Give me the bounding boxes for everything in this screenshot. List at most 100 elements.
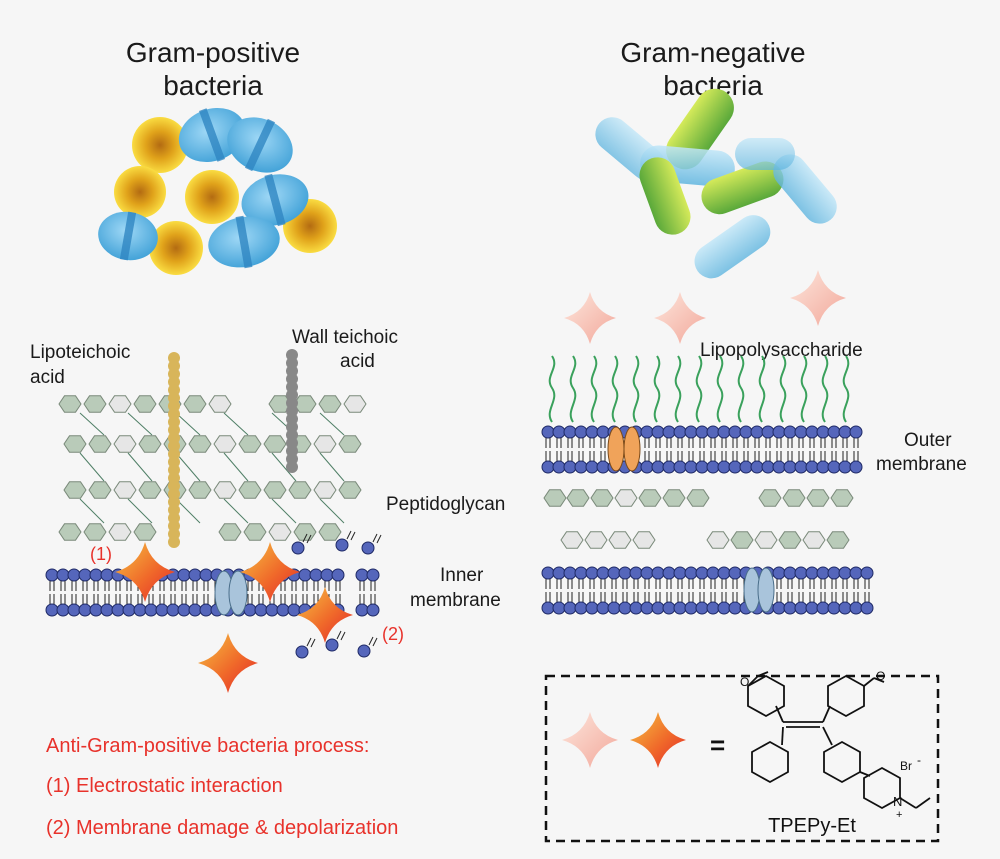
peptidoglycan-hexagon xyxy=(238,435,262,453)
lipid-fragment-tail xyxy=(372,533,378,543)
legend-oxygen-right: O xyxy=(876,669,885,683)
lps-chain xyxy=(590,355,598,423)
gp-lipid-head xyxy=(144,603,158,617)
outer-lipid-head xyxy=(794,425,808,439)
peptidoglycan-crosslink xyxy=(223,452,249,482)
inner-lipid-head xyxy=(717,601,731,615)
outer-membrane-bilayer xyxy=(541,425,863,474)
probe-star-pale xyxy=(654,292,706,344)
outer-lipid-head xyxy=(783,460,797,474)
gp-lipid-head xyxy=(309,568,323,582)
peptidoglycan-hexagon xyxy=(188,435,212,453)
peptidoglycan-crosslink xyxy=(223,498,249,524)
gn-peptidoglycan-hexagon xyxy=(614,489,638,507)
outer-lipid-head xyxy=(585,425,599,439)
inner-lipid-head xyxy=(618,601,632,615)
gram-negative-bacteria-cluster xyxy=(595,88,837,279)
inner-lipid-head xyxy=(607,566,621,580)
inner-lipid-head xyxy=(838,566,852,580)
outer-lipid-head xyxy=(662,425,676,439)
peptidoglycan-hexagon xyxy=(58,395,82,413)
gp-lipid-head xyxy=(89,568,103,582)
outer-lipid-head xyxy=(805,460,819,474)
inner-lipid-head xyxy=(772,566,786,580)
outer-lipid-head xyxy=(585,460,599,474)
gp-lipid-head xyxy=(199,568,213,582)
gram-positive-peptidoglycan-mesh xyxy=(58,395,367,541)
lps-chain xyxy=(758,355,766,423)
peptidoglycan-hexagon xyxy=(338,481,362,499)
inner-lipid-head xyxy=(849,601,863,615)
outer-lipid-head xyxy=(739,425,753,439)
gp-lipid-head xyxy=(366,603,380,617)
inner-lipid-head xyxy=(596,566,610,580)
gp-lipid-head xyxy=(188,568,202,582)
outer-lipid-head xyxy=(827,425,841,439)
gn-peptidoglycan-hexagon xyxy=(543,489,567,507)
gn-peptidoglycan-hexagon xyxy=(806,489,830,507)
gn-peptidoglycan-hexagon xyxy=(590,489,614,507)
probe-star-bound xyxy=(115,542,175,602)
legend-compound-name: TPEPy-Et xyxy=(768,815,856,837)
inner-lipid-head xyxy=(695,566,709,580)
lipid-fragment-head xyxy=(357,644,371,658)
wall-teichoic-acid-label-line2: acid xyxy=(340,351,375,372)
outer-lipid-head xyxy=(552,460,566,474)
gn-peptidoglycan-hexagon xyxy=(778,531,802,549)
gn-peptidoglycan-hexagon xyxy=(632,531,656,549)
outer-lipid-head xyxy=(563,425,577,439)
inner-lipid-head xyxy=(673,601,687,615)
gp-lipid-head xyxy=(122,603,136,617)
outer-lipid-head xyxy=(728,460,742,474)
outer-lipid-head xyxy=(816,425,830,439)
peptidoglycan-crosslink xyxy=(127,452,153,482)
lps-chain xyxy=(716,355,724,423)
peptidoglycan-hexagon xyxy=(133,523,157,541)
inner-lipid-head xyxy=(673,566,687,580)
gp-lipid-head xyxy=(45,568,59,582)
outer-lipid-head xyxy=(772,460,786,474)
gram-positive-bacteria-cluster xyxy=(98,107,337,275)
inner-lipid-head xyxy=(805,601,819,615)
peptidoglycan-hexagon xyxy=(263,435,287,453)
outer-lipid-head xyxy=(761,460,775,474)
teichoic-acid-chains xyxy=(168,349,298,548)
inner-lipid-head xyxy=(706,566,720,580)
inner-lipid-head xyxy=(662,601,676,615)
outer-membrane-label-line2: membrane xyxy=(876,454,967,475)
legend-nitrogen: N xyxy=(893,794,902,809)
gp-lipid-head xyxy=(100,603,114,617)
inner-lipid-head xyxy=(585,566,599,580)
outer-lipid-head xyxy=(816,460,830,474)
peptidoglycan-hexagon xyxy=(288,481,312,499)
gn-peptidoglycan-hexagon xyxy=(754,531,778,549)
inner-lipid-head xyxy=(728,566,742,580)
peptidoglycan-crosslink xyxy=(175,412,201,436)
lipid-fragment-head xyxy=(325,638,339,652)
outer-lipid-head xyxy=(640,460,654,474)
lipid-fragment-tail xyxy=(376,534,382,544)
outer-lipid-head xyxy=(772,425,786,439)
peptidoglycan-hexagon xyxy=(238,481,262,499)
peptidoglycan-hexagon xyxy=(313,435,337,453)
outer-lipid-head xyxy=(695,460,709,474)
wall-teichoic-bead xyxy=(286,461,298,473)
probe-star-inserting xyxy=(297,587,353,643)
lps-chain xyxy=(737,355,745,423)
peptidoglycan-hexagon xyxy=(83,523,107,541)
inner-lipid-head xyxy=(772,601,786,615)
peptidoglycan-hexagon xyxy=(88,481,112,499)
gp-lipid-head xyxy=(265,603,279,617)
peptidoglycan-label: Peptidoglycan xyxy=(386,494,505,515)
inner-lipid-head xyxy=(662,566,676,580)
process-title: Anti-Gram-positive bacteria process: xyxy=(46,735,369,757)
gp-lipid-head xyxy=(320,568,334,582)
gp-lipid-head xyxy=(89,603,103,617)
gp-lipid-head xyxy=(78,603,92,617)
outer-lipid-head xyxy=(640,425,654,439)
lipopolysaccharide-chains xyxy=(548,355,850,423)
gn-peptidoglycan-hexagon xyxy=(560,531,584,549)
peptidoglycan-hexagon xyxy=(183,395,207,413)
lipid-fragment-tail xyxy=(350,531,356,541)
gp-lipid-head xyxy=(254,603,268,617)
